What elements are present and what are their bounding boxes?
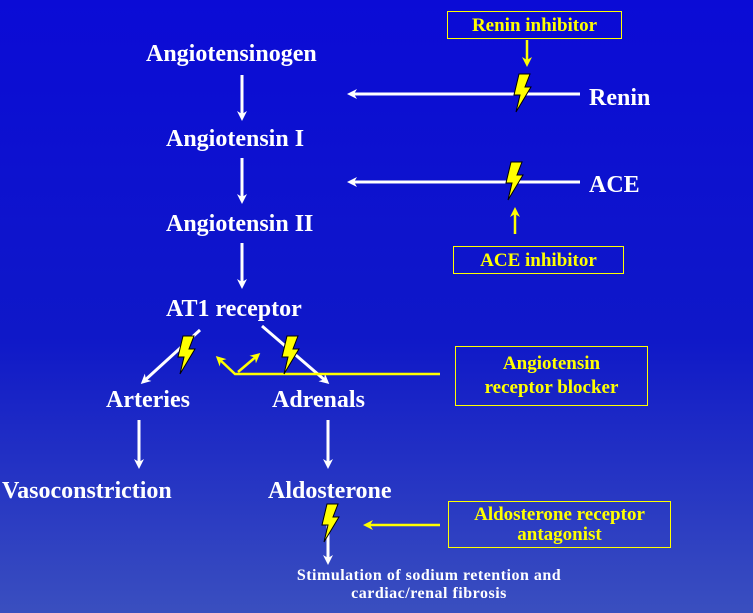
arrow-arb-branch [237,353,261,373]
stimulation-text: Stimulation of sodium retention and card… [240,567,618,604]
renin-inhibitor-label: Renin inhibitor [471,15,598,36]
arb-label-line-1: Angiotensin [502,353,601,374]
arrow-arb-line [215,355,440,376]
node-angiotensinogen: Angiotensinogen [146,41,317,67]
stimulation-line-1: Stimulation of sodium retention and [296,567,562,584]
node-adrenals: Adrenals [272,387,365,413]
arb-label-line-2: receptor blocker [484,376,619,398]
aldosterone-antagonist-box: Aldosterone receptor antagonist [448,501,671,548]
lightning-bolt-icon [177,335,196,375]
node-arteries: Arteries [106,387,190,413]
node-at1-receptor: AT1 receptor [166,296,302,322]
node-angiotensin-i: Angiotensin I [166,126,305,152]
ara-label-line-1: Aldosterone receptor [474,504,645,525]
node-aldosterone: Aldosterone [268,478,392,504]
arb-box: Angiotensin receptor blocker [455,346,648,406]
node-renin: Renin [589,85,651,111]
node-vasoconstriction: Vasoconstriction [2,478,172,504]
stimulation-line-2: cardiac/renal fibrosis [351,585,507,603]
ace-inhibitor-box: ACE inhibitor [453,246,624,274]
ara-label-line-2: antagonist [517,523,602,545]
lightning-bolt-icon [321,503,340,543]
node-ace: ACE [589,172,640,198]
ace-inhibitor-label: ACE inhibitor [480,250,597,271]
node-angiotensin-ii: Angiotensin II [166,211,314,237]
renin-inhibitor-box: Renin inhibitor [447,11,622,39]
